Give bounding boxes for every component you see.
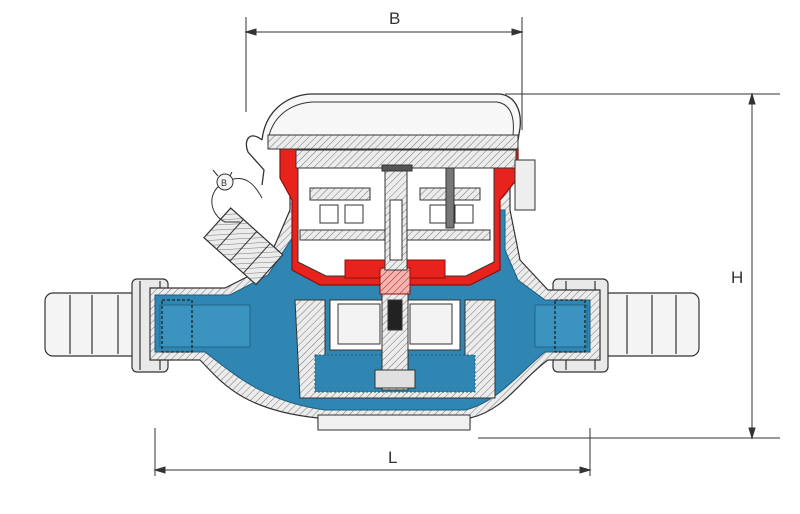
impeller-blade-left	[337, 303, 381, 345]
dimension-h-label: H	[731, 268, 744, 287]
svg-text:B: B	[221, 178, 227, 188]
side-port-fitting	[203, 207, 284, 286]
impeller-blade-right	[409, 303, 453, 345]
coupling-hub	[379, 267, 411, 295]
outlet-bore	[534, 304, 588, 348]
inlet-strainer	[161, 299, 193, 353]
register-gear-train	[295, 149, 517, 271]
base-plate	[317, 414, 471, 431]
inlet-bore	[159, 304, 251, 348]
dimension-b-label: B	[389, 9, 401, 28]
protective-lid	[261, 93, 521, 141]
lid-frame	[267, 134, 519, 150]
lid-clip	[514, 159, 536, 211]
impeller-shaft	[374, 289, 416, 391]
outlet-strainer	[554, 299, 586, 353]
dimension-l-label: L	[388, 448, 398, 467]
dimension-h	[478, 92, 780, 440]
seal-wire: B	[211, 169, 263, 223]
dimension-l	[153, 428, 592, 476]
lid-hinge	[245, 135, 265, 186]
dimension-b	[244, 17, 524, 130]
